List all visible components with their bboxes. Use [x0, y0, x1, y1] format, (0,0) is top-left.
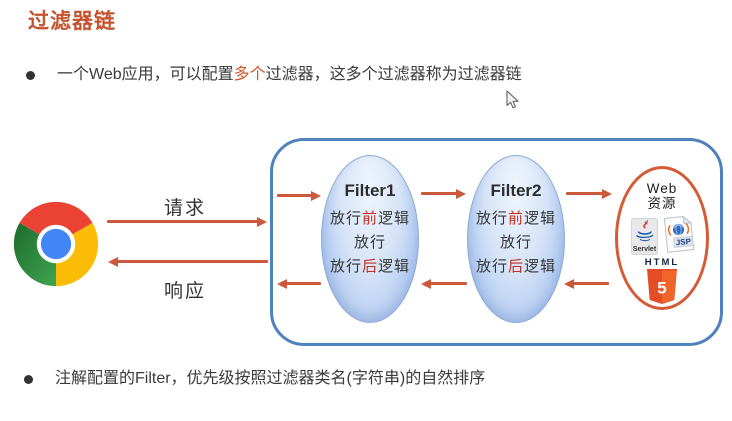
filter2-name: Filter2 — [490, 181, 542, 200]
bullet-2-text: 注解配置的Filter，优先级按照过滤器类名(字符串)的自然排序 — [55, 370, 486, 387]
arrow-left-to-filter1 — [277, 194, 312, 197]
web-resource-label: Web 资源 — [646, 181, 678, 211]
arrow-filter1-to-left — [286, 282, 321, 285]
filter2-ellipse: Filter2 放行前逻辑 放行 放行后逻辑 — [467, 155, 565, 323]
bullet-1-text: 一个Web应用，可以配置多个过滤器，这多个过滤器称为过滤器链 — [57, 66, 522, 83]
web-resource-ellipse: Web 资源 Servlet — [615, 166, 709, 310]
filter2-before-logic: 放行前逻辑 — [475, 210, 557, 227]
filter1-after-logic: 放行后逻辑 — [329, 258, 411, 275]
request-label: 请求 — [163, 198, 206, 219]
bullet-1: 一个Web应用，可以配置多个过滤器，这多个过滤器称为过滤器链 — [26, 64, 686, 86]
response-label: 响应 — [163, 281, 206, 302]
servlet-icon: Servlet — [631, 218, 658, 255]
response-arrow — [117, 260, 268, 263]
arrow-filter1-to-filter2 — [421, 192, 457, 195]
jsp-icon: JSP — [663, 215, 695, 253]
html5-icon: 5 — [647, 269, 677, 304]
bullet-dot — [24, 375, 33, 384]
svg-text:JSP: JSP — [675, 237, 692, 248]
filter1-ellipse: Filter1 放行前逻辑 放行 放行后逻辑 — [321, 155, 419, 323]
arrow-filter2-to-filter1 — [430, 282, 467, 285]
page-title: 过滤器链 — [28, 10, 116, 33]
filter1-before-logic: 放行前逻辑 — [329, 210, 411, 227]
filter1-name: Filter1 — [344, 181, 396, 200]
filter2-after-logic: 放行后逻辑 — [475, 258, 557, 275]
html5-label: HTML — [644, 257, 680, 268]
chrome-browser-icon — [13, 201, 99, 287]
svg-text:5: 5 — [657, 279, 666, 298]
bullet-dot — [26, 71, 35, 80]
mouse-cursor-icon — [506, 90, 519, 109]
filter2-pass: 放行 — [499, 234, 532, 251]
arrow-web-to-filter2 — [573, 282, 609, 285]
filter1-pass: 放行 — [353, 234, 386, 251]
svg-text:Servlet: Servlet — [633, 246, 657, 253]
request-arrow — [107, 220, 258, 223]
arrow-filter2-to-web — [566, 192, 603, 195]
bullet-2: 注解配置的Filter，优先级按照过滤器类名(字符串)的自然排序 — [24, 368, 704, 390]
bullet-1-highlight: 多个 — [233, 66, 266, 83]
